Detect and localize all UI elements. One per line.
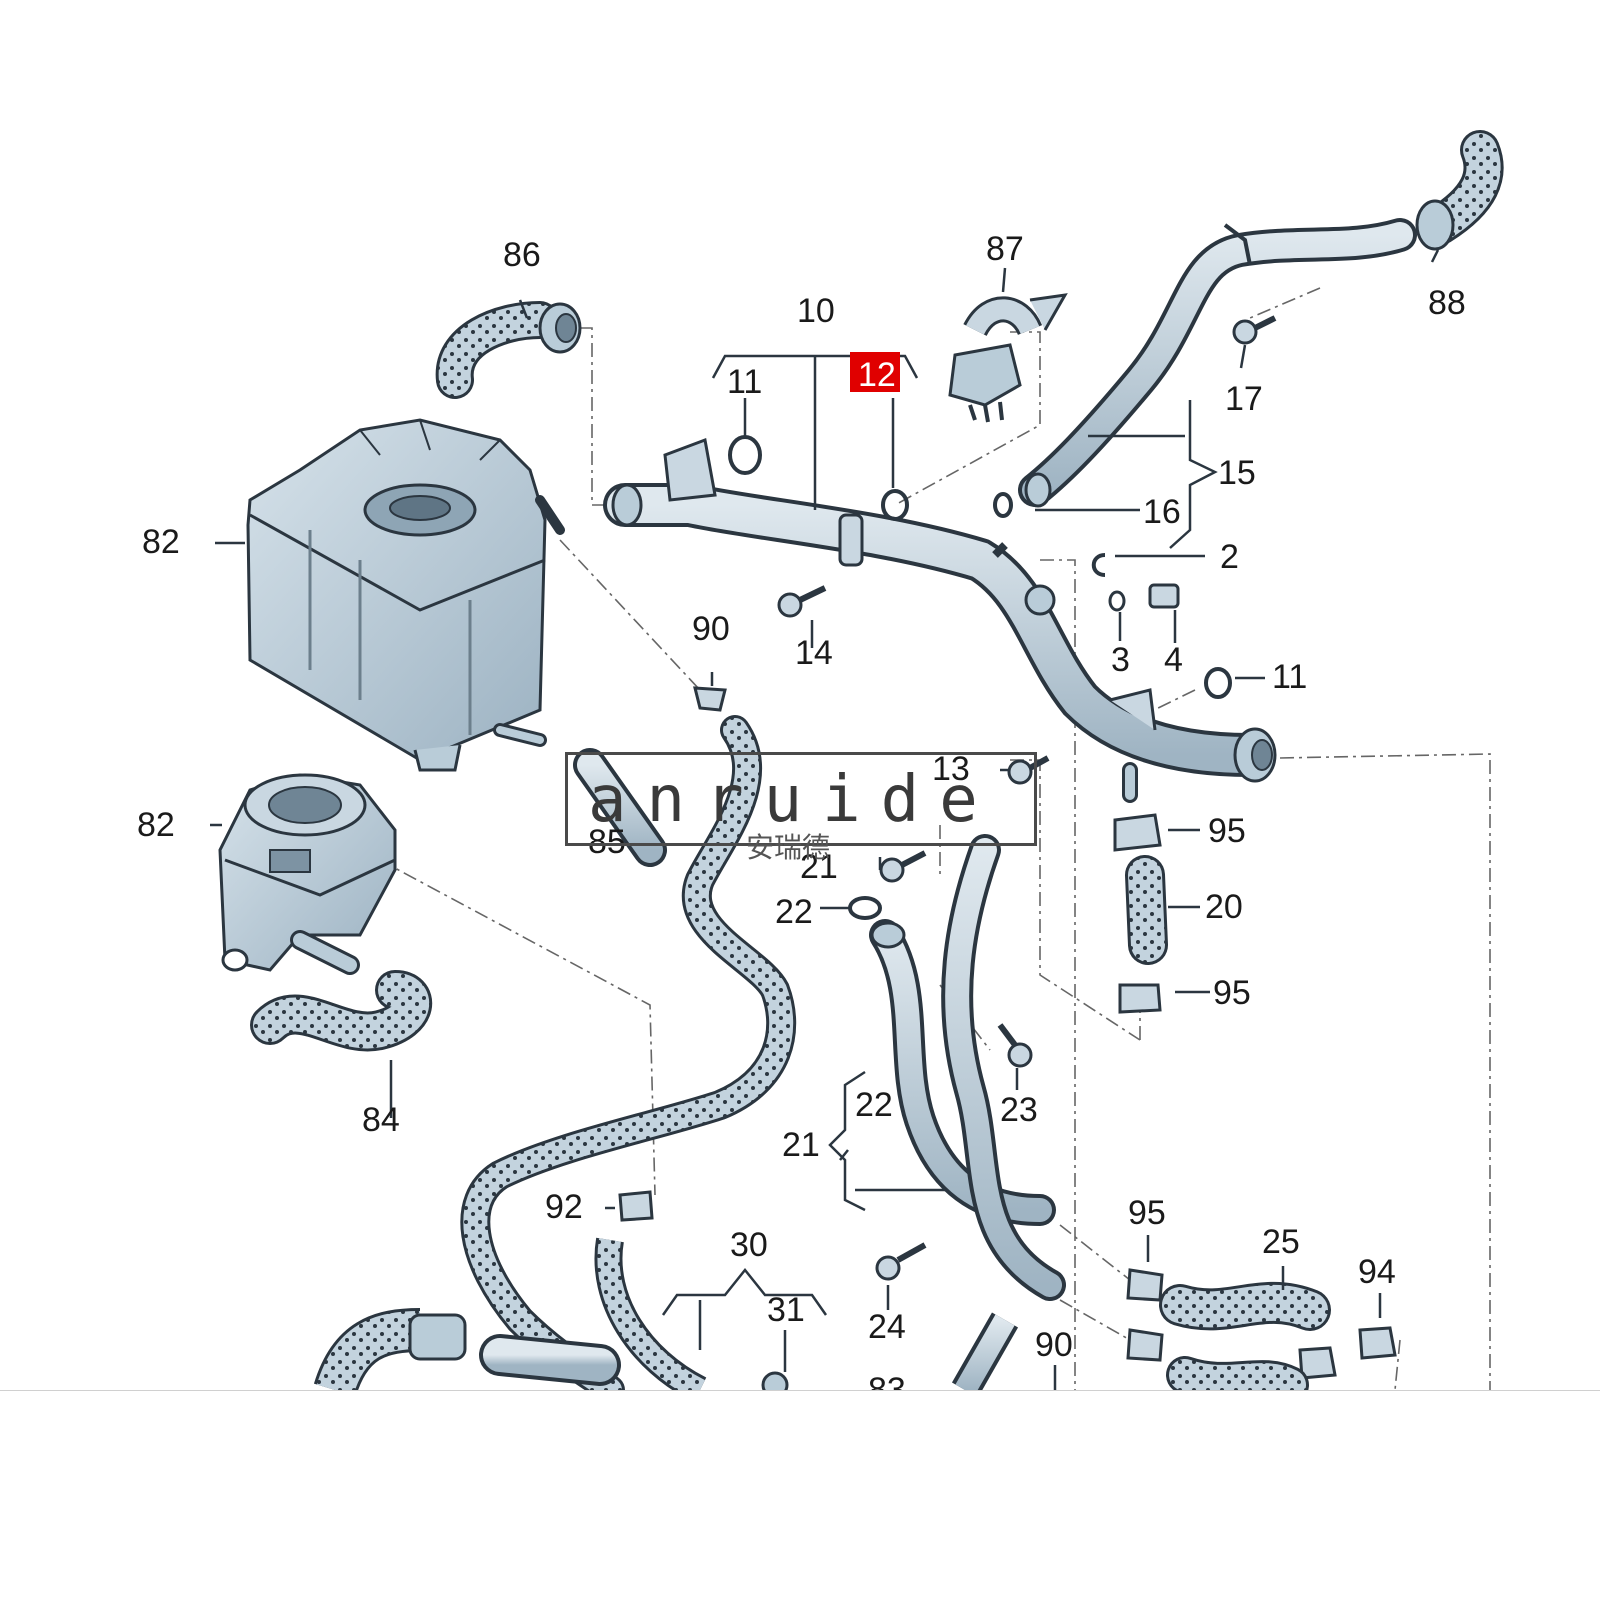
leader-lines — [210, 249, 1440, 1390]
blank-bottom-area — [0, 1390, 1600, 1601]
expansion-tank-lower — [218, 773, 397, 975]
part-label-90[interactable]: 90 — [692, 610, 730, 648]
coolant-pipe-15 — [1018, 218, 1417, 508]
part-label-85[interactable]: 85 — [588, 823, 626, 861]
part-label-87[interactable]: 87 — [986, 230, 1024, 268]
lower-left-parts — [313, 1308, 1019, 1399]
part-label-15[interactable]: 15 — [1218, 454, 1256, 492]
pipe-85 — [573, 748, 667, 867]
part-label-30[interactable]: 30 — [730, 1226, 768, 1264]
part-label-95-b[interactable]: 95 — [1213, 974, 1251, 1012]
hose-25 — [1159, 1281, 1331, 1404]
highlight-part-12 — [850, 352, 900, 392]
hose-20 — [1125, 855, 1168, 965]
hose-84 — [250, 970, 433, 1052]
part-label-21-b[interactable]: 21 — [782, 1126, 820, 1164]
part-label-94[interactable]: 94 — [1358, 1253, 1396, 1291]
part-label-4[interactable]: 4 — [1164, 641, 1183, 679]
small-parts — [618, 315, 1397, 1380]
part-label-2[interactable]: 2 — [1220, 538, 1239, 576]
part-label-90-lower[interactable]: 90 — [1035, 1326, 1073, 1364]
watermark-frame — [565, 752, 1037, 846]
assembly-lines — [379, 287, 1491, 1391]
watermark-subtext: 安瑞德 — [746, 831, 831, 864]
part-label-16[interactable]: 16 — [1143, 493, 1181, 531]
expansion-tank-upper — [246, 418, 565, 772]
part-label-22-b[interactable]: 22 — [855, 1086, 893, 1124]
part-label-23[interactable]: 23 — [1000, 1091, 1038, 1129]
part-label-24[interactable]: 24 — [868, 1308, 906, 1346]
thermostat-housing-87 — [948, 293, 1068, 423]
part-label-11-lower[interactable]: 11 — [1272, 658, 1308, 696]
part-label-82-upper[interactable]: 82 — [142, 523, 180, 561]
part-label-13[interactable]: 13 — [932, 750, 970, 788]
part-label-82-lower[interactable]: 82 — [137, 806, 175, 844]
part-label-3[interactable]: 3 — [1111, 641, 1130, 679]
part-label-92[interactable]: 92 — [545, 1188, 583, 1226]
part-label-20[interactable]: 20 — [1205, 888, 1243, 926]
part-label-25[interactable]: 25 — [1262, 1223, 1300, 1261]
part-label-31[interactable]: 31 — [767, 1291, 805, 1329]
part-label-21-a[interactable]: 21 — [800, 848, 838, 886]
part-label-22-a[interactable]: 22 — [775, 893, 813, 931]
part-label-14[interactable]: 14 — [795, 634, 833, 672]
part-label-95-a[interactable]: 95 — [1208, 812, 1246, 850]
coolant-pipe-10 — [603, 437, 1277, 803]
hose-88 — [1415, 130, 1504, 251]
watermark-text: anruide — [588, 763, 998, 837]
part-label-84[interactable]: 84 — [362, 1101, 400, 1139]
hose-86 — [435, 301, 582, 399]
part-label-17[interactable]: 17 — [1225, 380, 1263, 418]
part-label-12[interactable]: 12 — [858, 356, 896, 394]
part-label-86[interactable]: 86 — [503, 236, 541, 274]
part-label-10[interactable]: 10 — [797, 292, 835, 330]
part-label-88[interactable]: 88 — [1428, 284, 1466, 322]
part-label-11[interactable]: 11 — [727, 363, 763, 401]
coolant-pipe-21 — [869, 834, 1066, 1301]
hose-90 — [460, 715, 797, 1405]
part-label-95-c[interactable]: 95 — [1128, 1194, 1166, 1232]
